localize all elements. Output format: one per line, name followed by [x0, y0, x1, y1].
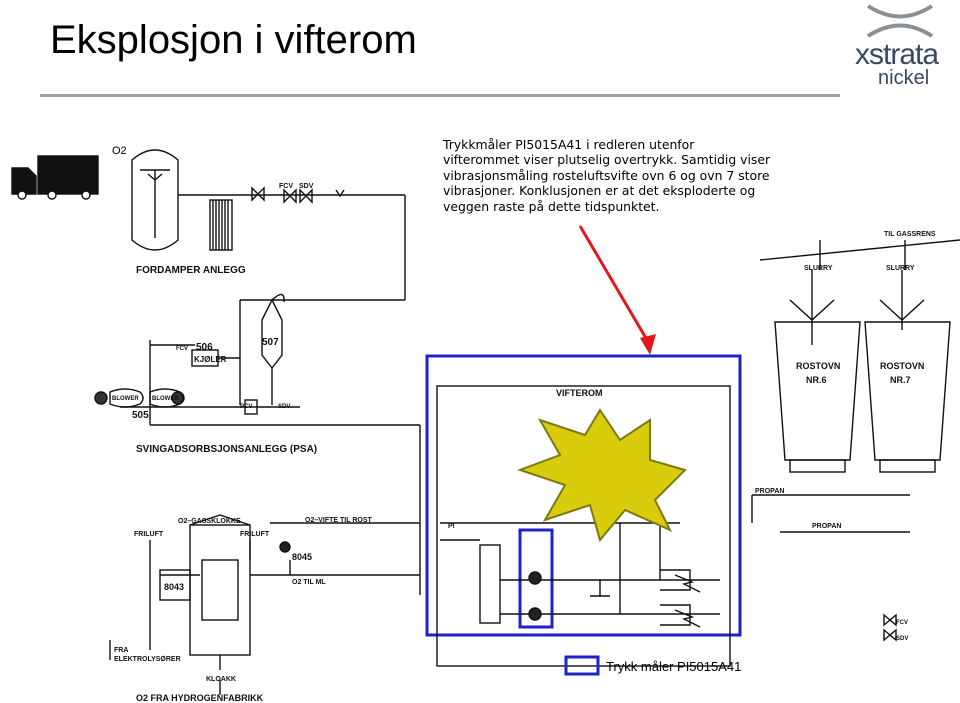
rostovn-6	[774, 270, 861, 473]
label-blower-2: BLOWER	[152, 396, 179, 402]
arrow-head	[640, 334, 656, 355]
label-psa: SVINGADSORBSJONSANLEGG (PSA)	[136, 444, 317, 455]
gas-holder-8043	[159, 514, 251, 670]
xstrata-logo-icon	[866, 4, 934, 38]
label-elektrolys: ELEKTROLYSØRER	[114, 656, 181, 663]
fan-room-highlight	[425, 354, 742, 637]
label-pcv: PCV	[240, 404, 252, 410]
label-gassrens: TIL GASSRENS	[884, 231, 936, 238]
label-8043: 8043	[164, 582, 184, 592]
label-o2tilml: O2 TIL ML	[292, 579, 326, 586]
label-nr6: NR.6	[806, 375, 827, 385]
heat-exchanger-coil	[209, 199, 233, 251]
label-sdv-psa: SDV	[278, 404, 290, 410]
label-8045: 8045	[292, 552, 312, 562]
label-507: 507	[262, 337, 279, 348]
o2-label: O2	[112, 145, 127, 157]
label-fra: FRA	[114, 647, 128, 654]
label-propan-1: PROPAN	[755, 488, 784, 495]
label-slurry-6: SLURRY	[804, 265, 833, 272]
label-nr7: NR.7	[890, 375, 911, 385]
slide-title: Eksplosjon i vifterom	[50, 18, 417, 62]
rostovn-7	[864, 270, 951, 473]
title-divider	[40, 94, 840, 97]
explosion-burst	[517, 408, 687, 543]
psa-unit	[94, 340, 420, 426]
explanation-text: Trykkmåler PI5015A41 i redleren utenfor …	[443, 137, 771, 214]
label-blower-1: BLOWER	[112, 396, 139, 402]
label-506: 506	[196, 342, 213, 353]
label-friluft-1: FRILUFT	[134, 531, 164, 538]
label-propan-2: PROPAN	[812, 523, 841, 530]
label-sdv-top: SDV	[299, 183, 314, 190]
label-fcv-psa: FCV	[176, 346, 188, 352]
label-hydrogen: O2 FRA HYDROGENFABRIKK	[136, 693, 264, 703]
label-sdv-legend: SDV	[896, 636, 908, 642]
tank-507	[261, 293, 285, 370]
label-o2vifte: O2–VIFTE TIL ROST	[305, 517, 372, 524]
fan-room-equipment	[440, 522, 720, 628]
truck-icon	[11, 155, 99, 200]
label-pi: PI	[448, 523, 455, 530]
label-slurry-7: SLURRY	[886, 265, 915, 272]
legend-label: Trykk måler PI5015A41	[606, 659, 742, 674]
label-505: 505	[132, 410, 149, 421]
logo-word: xstrata	[855, 38, 939, 71]
label-vifterom: VIFTEROM	[556, 388, 603, 398]
label-kloakk: KLOAKK	[206, 676, 236, 683]
label-fcv-legend: FCV	[896, 620, 908, 626]
label-fordamper: FORDAMPER ANLEGG	[136, 265, 246, 276]
pressure-gauge-highlight	[518, 528, 554, 629]
logo-subword: nickel	[878, 67, 930, 89]
legend-swatch	[564, 655, 600, 676]
label-friluft-2: FRILUFT	[240, 531, 270, 538]
label-kjoler: KJØLER	[194, 355, 227, 364]
label-fcv-top: FCV	[279, 183, 293, 190]
label-rostovn-7: ROSTOVN	[880, 361, 924, 371]
evaporator-tank	[131, 149, 406, 301]
label-rostovn-6: ROSTOVN	[796, 361, 840, 371]
label-gassklokke: O2–GASSKLOKKE	[178, 518, 241, 525]
